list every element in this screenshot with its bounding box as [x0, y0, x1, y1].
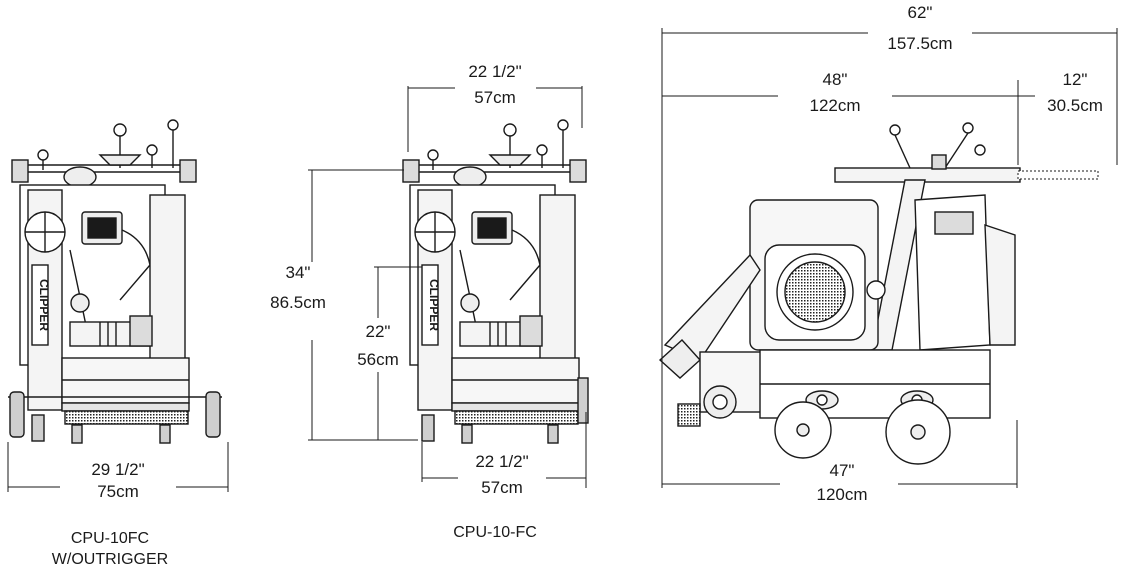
top-width-metric-label: 57cm: [474, 88, 516, 107]
handle-extension-metric-label: 30.5cm: [1047, 96, 1103, 115]
front-view-machine: [402, 119, 589, 444]
svg-text:CLIPPER: CLIPPER: [37, 279, 51, 331]
lower-height-metric-label: 56cm: [357, 350, 399, 369]
frame-length-imperial-label: 48": [822, 70, 848, 89]
side-view-machine: [658, 122, 1099, 465]
total-height-metric-label: 86.5cm: [270, 293, 326, 312]
dimension-lines-front: [308, 86, 587, 488]
bottom-width-imperial-label: 22 1/2": [475, 452, 529, 471]
brand-mark-front-outrigger: CLIPPER: [37, 279, 51, 331]
bottom-width-metric-label: 57cm: [481, 478, 523, 497]
brand-mark-front: CLIPPER: [427, 279, 441, 331]
caption-outrigger-suffix: W/OUTRIGGER: [51, 551, 169, 568]
lower-height-imperial-label: 22": [365, 322, 391, 341]
overall-length-metric-label: 157.5cm: [887, 34, 953, 53]
dimension-lines-front-outrigger: [7, 442, 229, 492]
width-imperial-label-outrigger: 29 1/2": [91, 460, 145, 479]
top-width-imperial-label: 22 1/2": [468, 62, 522, 81]
frame-length-metric-label: 122cm: [809, 96, 861, 115]
overall-length-imperial-label: 62": [907, 3, 933, 22]
caption-model-outrigger: CPU-10FC: [70, 530, 150, 547]
front-view-outrigger-machine: [8, 119, 222, 444]
total-height-imperial-label: 34": [285, 263, 311, 282]
base-length-imperial-label: 47": [829, 461, 855, 480]
caption-model: CPU-10-FC: [453, 524, 537, 541]
handle-extension-imperial-label: 12": [1062, 70, 1088, 89]
svg-text:CLIPPER: CLIPPER: [427, 279, 441, 331]
width-metric-label-outrigger: 75cm: [97, 482, 139, 501]
base-length-metric-label: 120cm: [816, 485, 868, 504]
dimension-lines-side: [661, 28, 1118, 488]
